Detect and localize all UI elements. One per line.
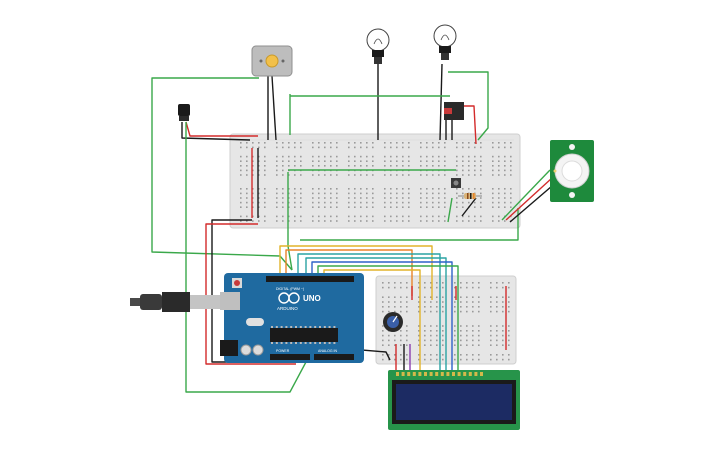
digital-header-label: DIGITAL (PWM ~) xyxy=(276,287,304,291)
chip-pins xyxy=(271,326,336,344)
arduino-uno-board[interactable]: UNO ARDUINO DIGITAL (PWM ~) POWER ANALOG… xyxy=(220,273,364,363)
pir-sensor[interactable] xyxy=(550,140,594,202)
arduino-logo-icon xyxy=(278,292,300,304)
temperature-sensor[interactable] xyxy=(178,104,190,121)
light-bulb-left[interactable] xyxy=(366,28,390,64)
wires xyxy=(151,63,553,393)
light-bulb-right[interactable] xyxy=(433,24,457,60)
usb-cable[interactable] xyxy=(130,292,226,312)
resistor[interactable] xyxy=(458,193,482,199)
board-brand-label: ARDUINO xyxy=(277,306,298,311)
dc-motor[interactable] xyxy=(251,45,293,77)
power-header-label: POWER xyxy=(276,349,290,353)
pushbutton[interactable] xyxy=(451,178,461,188)
relay[interactable] xyxy=(444,102,464,140)
lcd-display[interactable] xyxy=(388,370,520,430)
board-model-label: UNO xyxy=(303,294,321,303)
potentiometer[interactable] xyxy=(383,312,403,332)
lcd-pins xyxy=(396,372,483,376)
main-breadboard[interactable] xyxy=(229,133,521,229)
analog-header-label: ANALOG IN xyxy=(318,349,338,353)
